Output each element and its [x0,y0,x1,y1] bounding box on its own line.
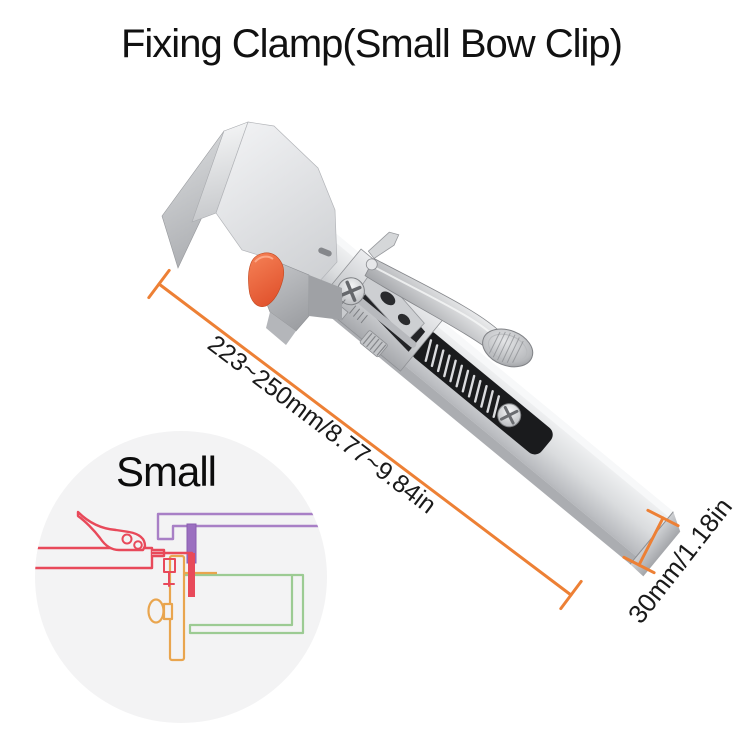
linkage-cutout [397,313,411,326]
thumb-pad-knurling [488,331,524,363]
linkage-cutout [380,291,396,306]
width-dimension-line [637,516,665,567]
orange-release-clip [248,252,285,307]
release-flag-tab [367,231,400,260]
page-title: Fixing Clamp(Small Bow Clip) [120,22,623,66]
width-dimension-cap-start [646,508,680,528]
lever-pivot [365,258,378,271]
lower-flange-side [309,275,342,320]
length-dimension-line [157,282,573,597]
slot-screw-cross-icon [499,405,519,425]
inset-diagram: Small [35,431,327,723]
width-dimension-cap-end [622,555,656,575]
inset-size-label: Small [116,448,216,495]
width-dimension [622,508,680,575]
diagram-channel-profile [184,573,305,635]
ratchet-spring [424,339,501,418]
neck-slot [318,247,332,257]
thumb-pad [482,328,534,368]
knurled-nut [359,330,388,358]
linkage-rod [356,296,417,348]
orange-clip-highlight [254,255,274,263]
length-dimension [147,268,583,611]
diagram-frame-profile [147,554,217,662]
carriage-screw-cross-icon [340,280,362,302]
diagram-clamp-profile [35,510,195,597]
length-dimension-cap-end [559,579,583,611]
inset-circle [35,431,327,723]
knurled-nut-ridges [362,332,387,356]
clamp-photo [161,121,681,577]
length-dimension-cap-start [147,268,171,300]
lower-flange-foot [266,312,296,345]
